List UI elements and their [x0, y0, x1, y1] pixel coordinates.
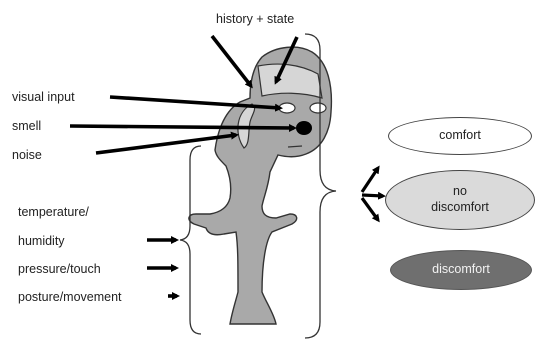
posture-movement-label: posture/movement [18, 291, 122, 304]
visual-input-label: visual input [12, 91, 75, 104]
no-discomfort-label: no discomfort [431, 184, 489, 215]
no-discomfort-label-line1: no [453, 184, 467, 198]
arrow-to-comfort [362, 168, 378, 192]
arrow-to-discomfort [362, 198, 378, 220]
humidity-label: humidity [18, 235, 65, 248]
human-figure [189, 47, 332, 324]
temperature-label: temperature/ [18, 206, 89, 219]
no-discomfort-ellipse: no discomfort [385, 170, 535, 230]
eye-right [310, 103, 326, 113]
output-arrows [362, 168, 383, 220]
eye-left [279, 103, 295, 113]
arrow-history-left [212, 36, 251, 86]
left-brace [180, 146, 201, 334]
history-state-label: history + state [216, 13, 294, 26]
pressure-touch-label: pressure/touch [18, 263, 101, 276]
nose-shape [296, 121, 312, 135]
no-discomfort-label-line2: discomfort [431, 200, 489, 214]
noise-label: noise [12, 149, 42, 162]
smell-label: smell [12, 120, 41, 133]
arrow-to-no-discomfort [362, 195, 383, 196]
discomfort-label: discomfort [432, 262, 490, 278]
comfort-label: comfort [439, 128, 481, 144]
discomfort-ellipse: discomfort [390, 250, 532, 290]
comfort-ellipse: comfort [388, 117, 532, 155]
arrow-smell [70, 126, 294, 128]
